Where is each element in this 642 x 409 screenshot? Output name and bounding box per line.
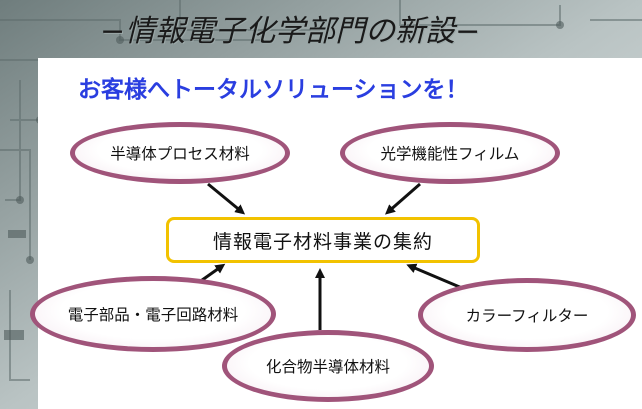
node-color-filter: カラーフィルター <box>418 278 636 352</box>
node-electronic-parts-circuit-materials: 電子部品・電子回路材料 <box>30 276 276 352</box>
center-box-business-integration: 情報電子材料事業の集約 <box>166 217 480 263</box>
node-semiconductor-process-materials: 半導体プロセス材料 <box>70 122 290 184</box>
node-optical-functional-film: 光学機能性フィルム <box>340 122 560 184</box>
page-title: −情報電子化学部門の新設− <box>100 14 481 49</box>
slide-subtitle: お客様へトータルソリューションを！ <box>78 77 469 103</box>
node-compound-semiconductor-materials: 化合物半導体材料 <box>222 330 434 402</box>
